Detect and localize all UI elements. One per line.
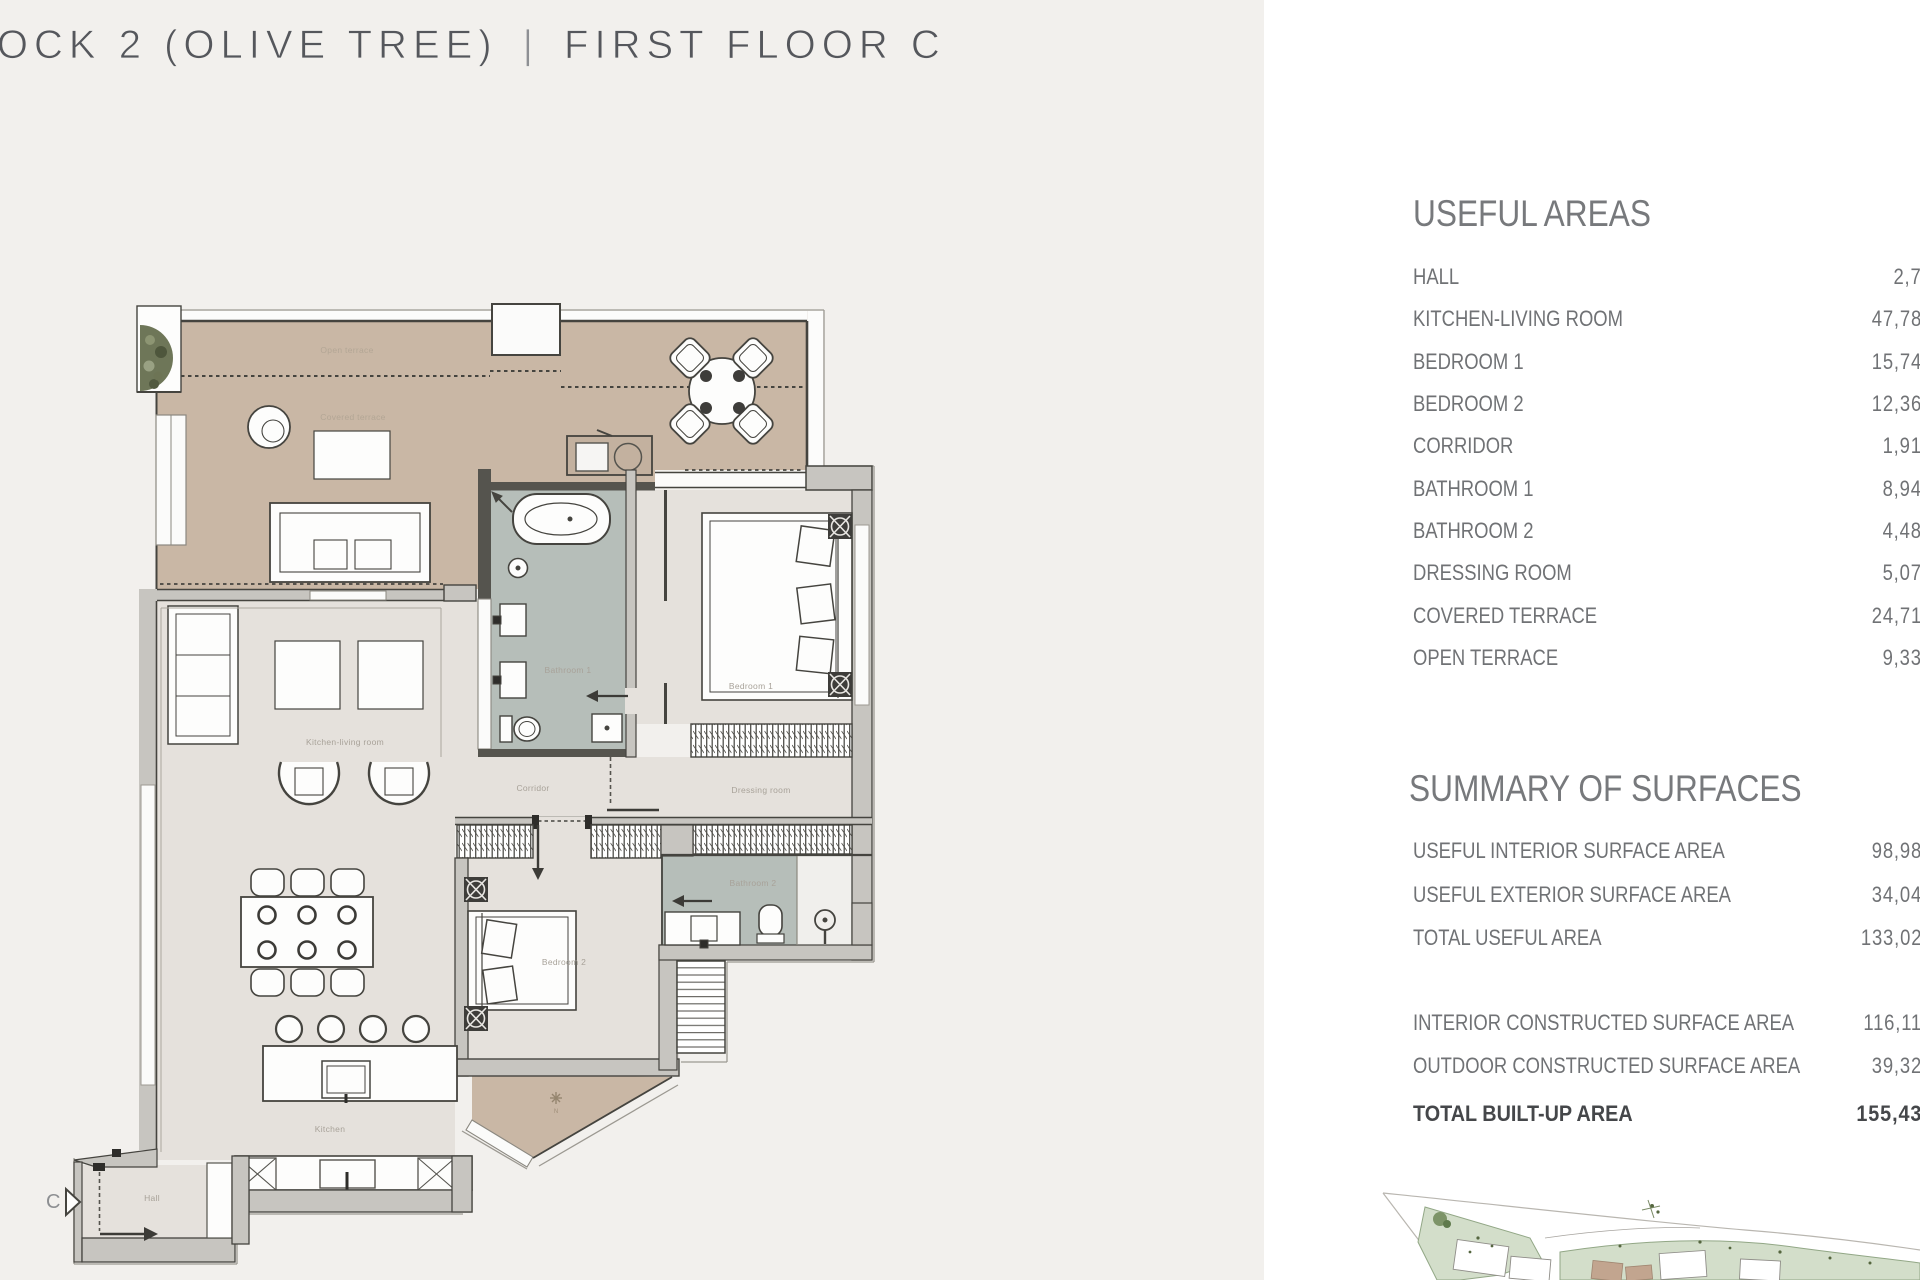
svg-text:Open terrace: Open terrace xyxy=(320,345,373,355)
svg-text:Kitchen-living room: Kitchen-living room xyxy=(306,737,384,747)
svg-text:Corridor: Corridor xyxy=(516,783,549,793)
svg-text:C: C xyxy=(46,1191,60,1213)
svg-text:Dressing room: Dressing room xyxy=(731,785,790,795)
svg-text:Bathroom 1: Bathroom 1 xyxy=(545,665,592,675)
svg-text:Kitchen: Kitchen xyxy=(315,1124,345,1134)
svg-text:Bedroom 2: Bedroom 2 xyxy=(542,957,586,967)
svg-text:Bathroom 2: Bathroom 2 xyxy=(730,878,777,888)
svg-text:Covered terrace: Covered terrace xyxy=(320,412,385,422)
svg-text:N: N xyxy=(554,1109,558,1115)
svg-text:Bedroom 1: Bedroom 1 xyxy=(729,681,773,691)
svg-text:Hall: Hall xyxy=(144,1193,160,1203)
